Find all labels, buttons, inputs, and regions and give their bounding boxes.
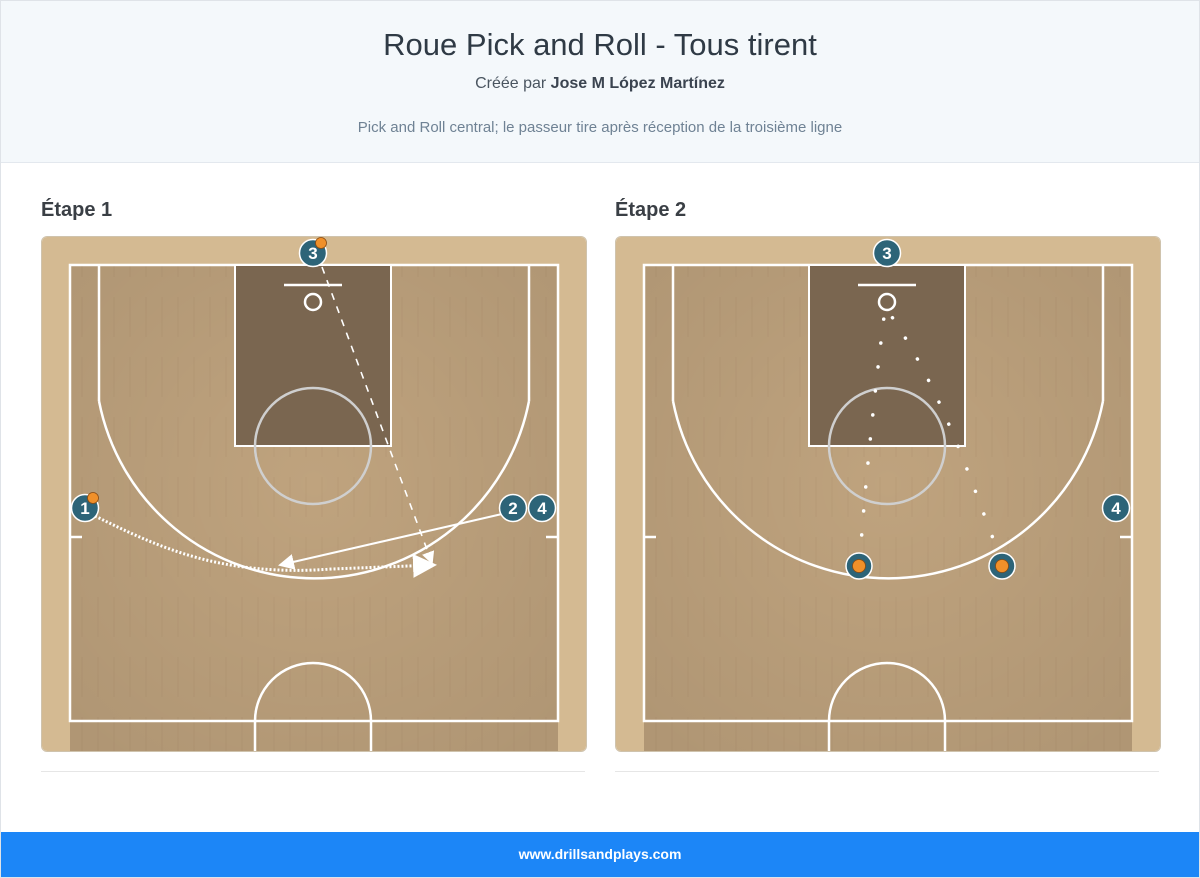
hoop xyxy=(877,292,897,312)
screen-path-2 xyxy=(278,513,503,570)
dribble-path-1 xyxy=(94,514,437,578)
author-name[interactable]: Jose M López Martínez xyxy=(550,75,725,92)
player-3-label: 3 xyxy=(308,244,317,263)
ball-icon xyxy=(995,559,1009,573)
player-4[interactable]: 4 xyxy=(1101,493,1131,523)
player-3-label: 3 xyxy=(882,244,891,263)
free-throw-circle xyxy=(253,386,373,506)
ball-icon xyxy=(315,237,327,249)
player-3[interactable]: 3 xyxy=(298,237,328,268)
site-footer: www.drillsandplays.com xyxy=(1,832,1199,877)
player-3[interactable]: 3 xyxy=(872,238,902,268)
paint-area xyxy=(808,264,966,447)
drill-title: Roue Pick and Roll - Tous tirent xyxy=(383,27,817,62)
player-1[interactable]: 1 xyxy=(70,492,100,523)
step-2-divider xyxy=(615,771,1159,772)
player-1-label: 1 xyxy=(80,499,89,518)
step-1-divider xyxy=(41,771,585,772)
free-throw-circle xyxy=(827,386,947,506)
author-prefix: Créée par xyxy=(475,75,547,92)
hoop xyxy=(303,292,323,312)
drill-description: Pick and Roll central; le passeur tire a… xyxy=(357,119,843,136)
player-2-label: 2 xyxy=(508,499,517,518)
ball-icon xyxy=(852,559,866,573)
author-line: Créée par Jose M López Martínez xyxy=(1,75,1199,93)
step-2-court: 3 4 xyxy=(615,236,1161,752)
player-4-label: 4 xyxy=(537,499,547,518)
player-2[interactable]: 2 xyxy=(498,493,528,523)
step-1-title: Étape 1 xyxy=(41,199,113,221)
player-4-label: 4 xyxy=(1111,499,1121,518)
cut-path-3 xyxy=(321,266,435,565)
shot-path-left xyxy=(858,315,886,561)
drill-header: Roue Pick and Roll - Tous tirent Créée p… xyxy=(1,1,1199,163)
player-4[interactable]: 4 xyxy=(527,493,557,523)
step-2-title: Étape 2 xyxy=(615,199,687,221)
footer-link[interactable]: www.drillsandplays.com xyxy=(518,846,682,862)
shooter-left[interactable] xyxy=(845,552,873,580)
step-1-court: 3 1 2 4 xyxy=(41,236,587,752)
ball-icon xyxy=(87,492,99,504)
shooter-right[interactable] xyxy=(988,552,1016,580)
paint-area xyxy=(234,264,392,447)
